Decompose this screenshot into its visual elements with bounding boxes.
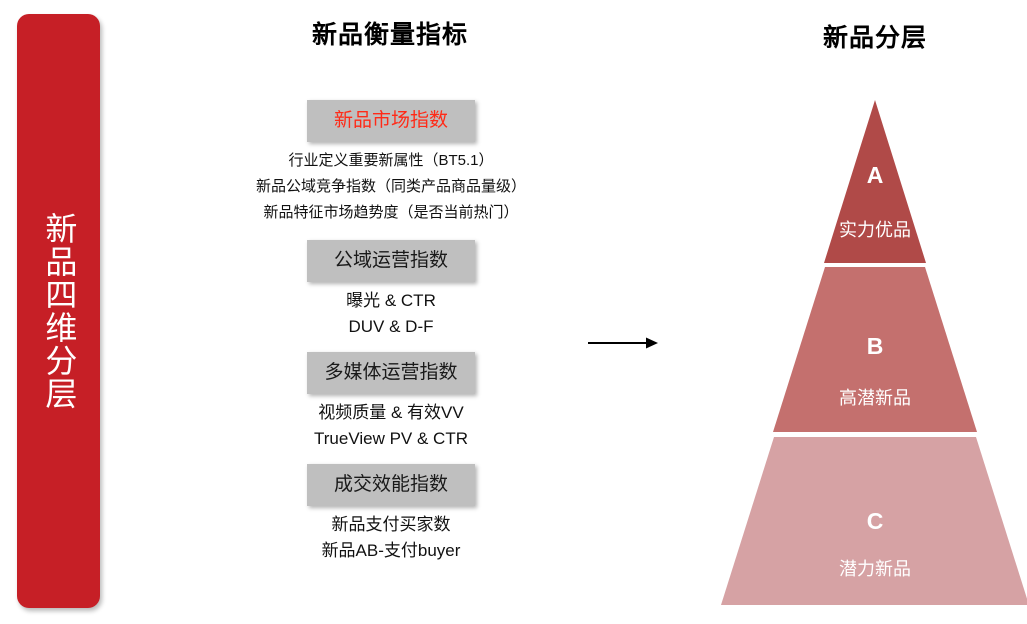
metric-group-deal: 成交效能指数 新品支付买家数 新品AB-支付buyer xyxy=(245,464,537,564)
vertical-banner: 新品四维分层 xyxy=(17,14,100,608)
metric-line: 新品公域竞争指数（同类产品商品量级） xyxy=(255,178,526,195)
metric-line: 视频质量 & 有效VV xyxy=(318,403,464,422)
metric-line: TrueView PV & CTR xyxy=(314,429,468,448)
tiers-column-title: 新品分层 xyxy=(822,24,927,52)
pyramid-shape xyxy=(721,100,1027,605)
metric-line: 曝光 & CTR xyxy=(346,291,436,310)
metric-lines-public: 曝光 & CTR DUV & D-F xyxy=(245,282,537,340)
banner-label: 新品四维分层 xyxy=(41,212,78,410)
metric-lines-deal: 新品支付买家数 新品AB-支付buyer xyxy=(245,506,537,564)
metric-heading-public[interactable]: 公域运营指数 xyxy=(307,240,475,282)
metric-line: 新品支付买家数 xyxy=(331,515,451,534)
pyramid-tier-a[interactable] xyxy=(824,100,926,263)
metric-group-media: 多媒体运营指数 视频质量 & 有效VV TrueView PV & CTR xyxy=(245,352,537,452)
pyramid-tier-b[interactable] xyxy=(773,267,977,432)
right-arrow-icon xyxy=(588,337,658,349)
metrics-column-title: 新品衡量指标 xyxy=(311,21,468,49)
metric-lines-market: 行业定义重要新属性（BT5.1） 新品公域竞争指数（同类产品商品量级） 新品特征… xyxy=(245,142,537,226)
metric-heading-market[interactable]: 新品市场指数 xyxy=(307,100,475,142)
metric-heading-media[interactable]: 多媒体运营指数 xyxy=(307,352,475,394)
metric-group-market: 新品市场指数 行业定义重要新属性（BT5.1） 新品公域竞争指数（同类产品商品量… xyxy=(245,100,537,226)
metric-line: 新品特征市场趋势度（是否当前热门） xyxy=(263,204,519,221)
metric-line: 新品AB-支付buyer xyxy=(321,541,461,560)
metric-lines-media: 视频质量 & 有效VV TrueView PV & CTR xyxy=(245,394,537,452)
metric-line: DUV & D-F xyxy=(348,317,434,336)
metrics-column: 新品市场指数 行业定义重要新属性（BT5.1） 新品公域竞争指数（同类产品商品量… xyxy=(245,100,537,564)
metric-line: 行业定义重要新属性（BT5.1） xyxy=(288,152,494,169)
tier-pyramid: A 实力优品 B 高潜新品 C 潜力新品 xyxy=(715,90,1027,615)
pyramid-tier-c[interactable] xyxy=(721,437,1027,605)
metric-heading-deal[interactable]: 成交效能指数 xyxy=(307,464,475,506)
metric-group-public: 公域运营指数 曝光 & CTR DUV & D-F xyxy=(245,240,537,340)
flow-arrow xyxy=(588,336,658,350)
